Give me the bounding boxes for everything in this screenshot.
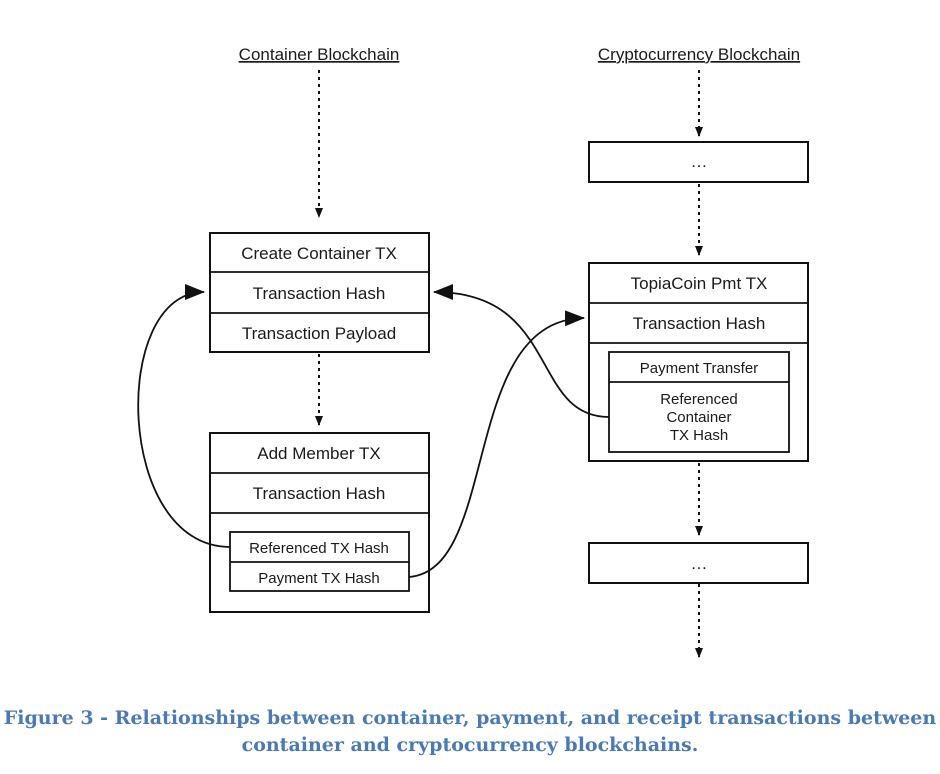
create-container-tx-hash: Transaction Hash (253, 284, 386, 303)
referenced-container-line1: Referenced (660, 391, 738, 408)
container-blockchain-title: Container Blockchain (239, 45, 400, 64)
crypto-bottom-ellipsis: … (691, 554, 708, 573)
cryptocurrency-blockchain-title: Cryptocurrency Blockchain (598, 45, 800, 64)
referenced-container-line3: TX Hash (670, 427, 728, 444)
add-member-tx-block: Add Member TX Transaction Hash Reference… (209, 432, 430, 613)
add-member-tx-hash: Transaction Hash (253, 484, 386, 503)
blockchain-relationship-diagram: Container Blockchain Cryptocurrency Bloc… (137, 45, 809, 658)
figure-caption-line1: Figure 3 - Relationships between contain… (3, 707, 937, 729)
payment-transfer-box (608, 351, 790, 453)
curve-referenced-container-to-create-hash (433, 284, 610, 418)
referenced-container-line2: Container (666, 409, 731, 426)
crypto-bottom-ellipsis-block: … (588, 542, 809, 584)
payment-transfer-label: Payment Transfer (640, 360, 758, 377)
referenced-tx-hash-label: Referenced TX Hash (249, 540, 389, 557)
create-container-tx-payload: Transaction Payload (242, 324, 396, 343)
curve-referenced-to-create-hash (137, 284, 231, 548)
add-member-tx-title: Add Member TX (257, 444, 380, 463)
payment-tx-hash-label: Payment TX Hash (258, 570, 379, 587)
figure-caption-line2: container and cryptocurrency blockchains… (241, 734, 699, 756)
topiacoin-pmt-tx-hash: Transaction Hash (633, 314, 766, 333)
topiacoin-pmt-tx-block: TopiaCoin Pmt TX Transaction Hash Paymen… (588, 262, 809, 462)
curve-payment-to-topiacoin-hash (408, 310, 585, 578)
create-container-tx-title: Create Container TX (241, 244, 397, 263)
crypto-top-ellipsis-block: … (588, 141, 809, 183)
topiacoin-pmt-tx-title: TopiaCoin Pmt TX (631, 274, 768, 293)
create-container-tx-block: Create Container TX Transaction Hash Tra… (209, 232, 430, 353)
crypto-top-ellipsis: … (691, 152, 708, 171)
figure-caption: Figure 3 - Relationships between contain… (0, 705, 940, 759)
